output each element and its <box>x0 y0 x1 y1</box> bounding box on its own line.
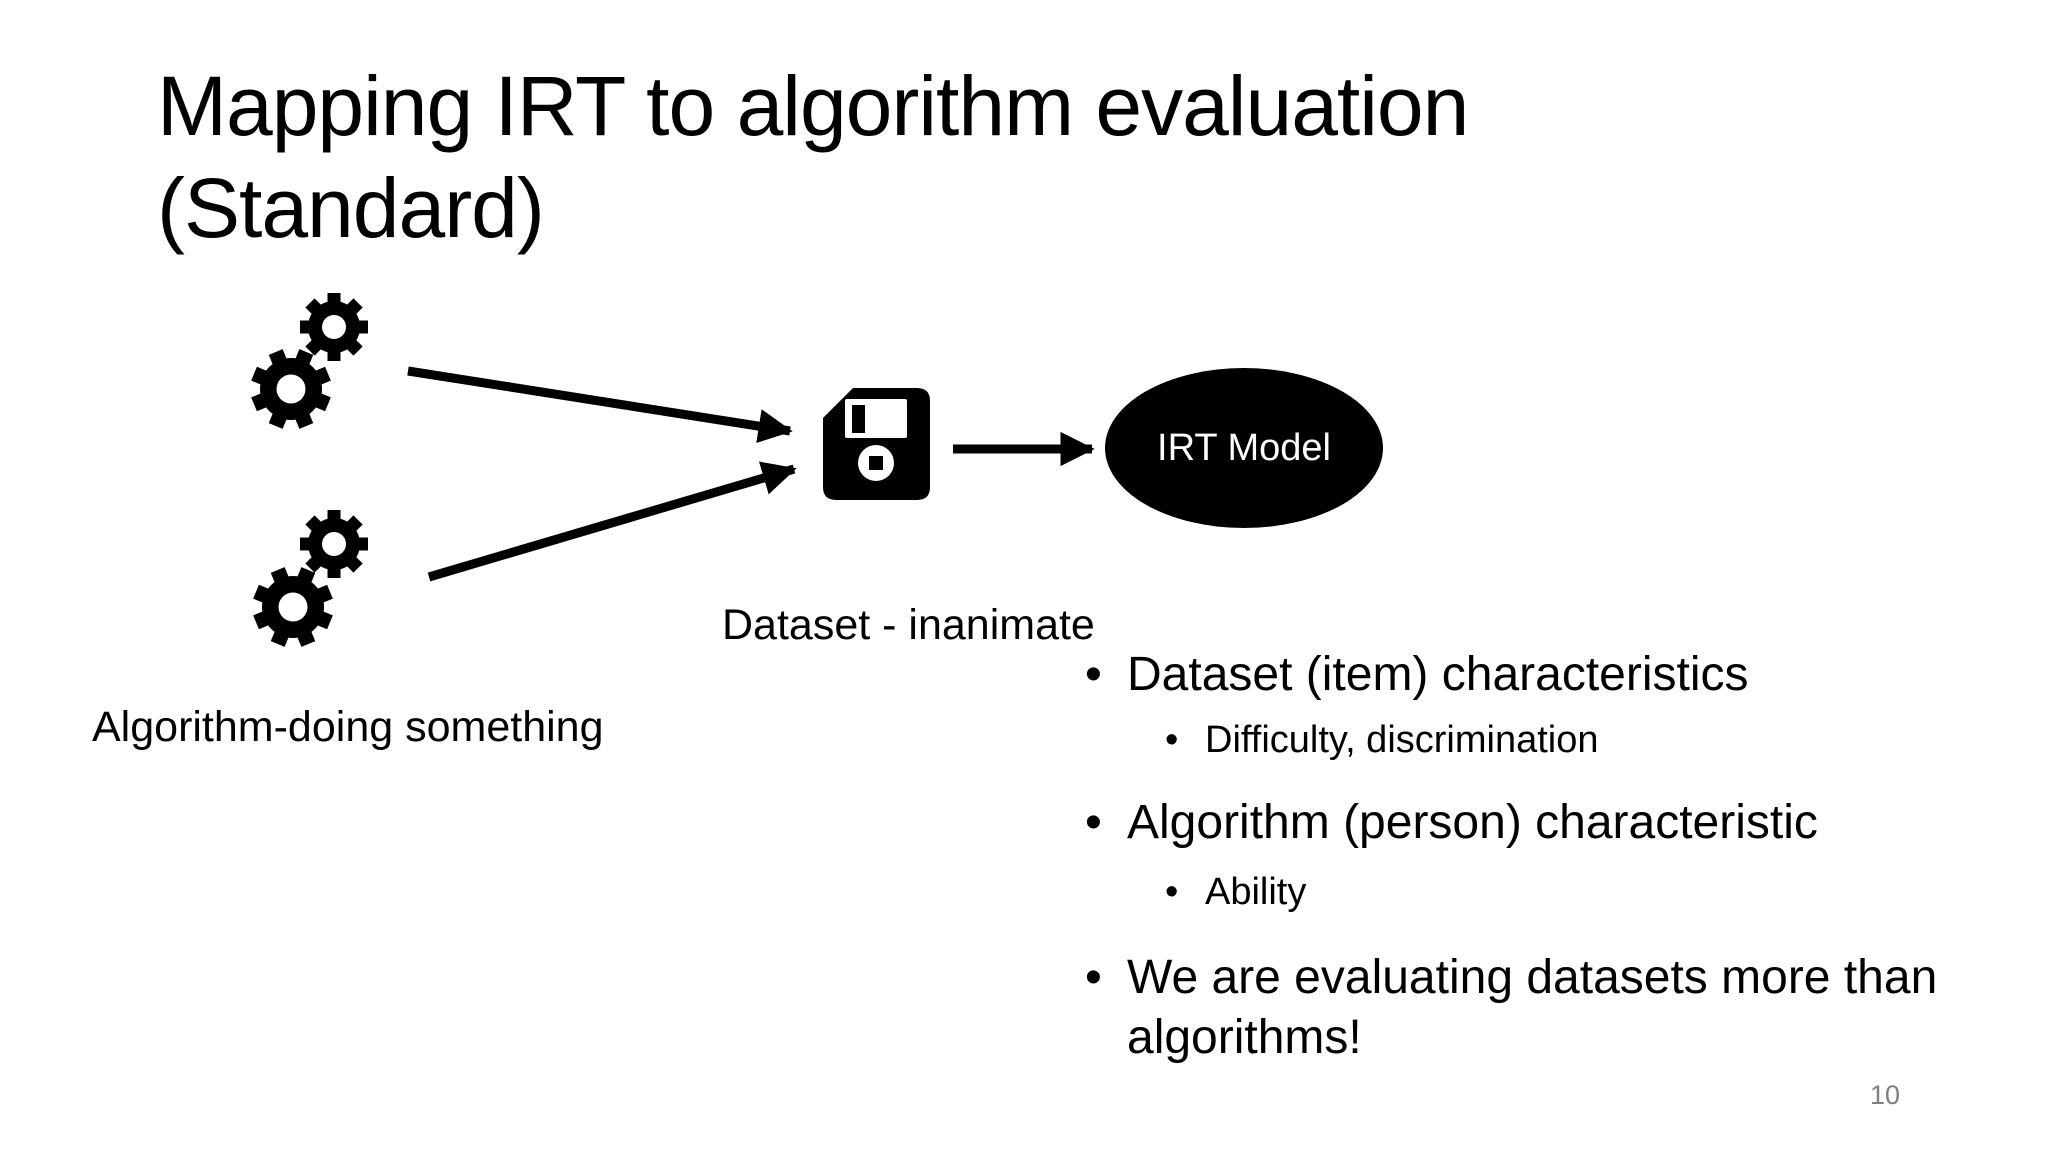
arrow-icon <box>407 366 793 444</box>
irt-model-node: IRT Model <box>1105 368 1383 528</box>
bullet-marker: • <box>1085 951 1102 1004</box>
list-item: • Ability <box>1165 869 1965 917</box>
bullet-text: Difficulty, discrimination <box>1205 719 1599 761</box>
page-number: 10 <box>1869 1080 1900 1110</box>
bullet-text: Ability <box>1205 870 1307 913</box>
dataset-caption: Dataset - inanimate <box>722 601 1095 649</box>
list-item: • Dataset (item) characteristics <box>1085 645 1965 705</box>
bullet-marker: • <box>1085 795 1102 849</box>
bullet-marker: • <box>1165 719 1179 761</box>
list-item: • Difficulty, discrimination <box>1165 717 1965 765</box>
irt-model-label: IRT Model <box>1157 426 1331 469</box>
bullet-text: Algorithm (person) characteristic <box>1127 795 1818 849</box>
gears-icon <box>253 510 368 647</box>
bullet-text: We are evaluating datasets more than alg… <box>1127 951 1938 1064</box>
gears-icon <box>251 293 368 429</box>
list-item: • Algorithm (person) characteristic <box>1085 793 1965 853</box>
bullet-text: Dataset (item) characteristics <box>1127 648 1749 701</box>
bullet-marker: • <box>1085 648 1102 701</box>
bullet-list: • Dataset (item) characteristics • Diffi… <box>1085 645 1965 1068</box>
slide-title: Mapping IRT to algorithm evaluation (Sta… <box>157 59 1469 255</box>
algorithm-caption: Algorithm-doing something <box>92 703 604 751</box>
arrow-icon <box>427 461 797 582</box>
floppy-disk-icon <box>823 388 930 500</box>
bullet-marker: • <box>1165 870 1179 913</box>
list-item: • We are evaluating datasets more than a… <box>1085 948 1965 1068</box>
